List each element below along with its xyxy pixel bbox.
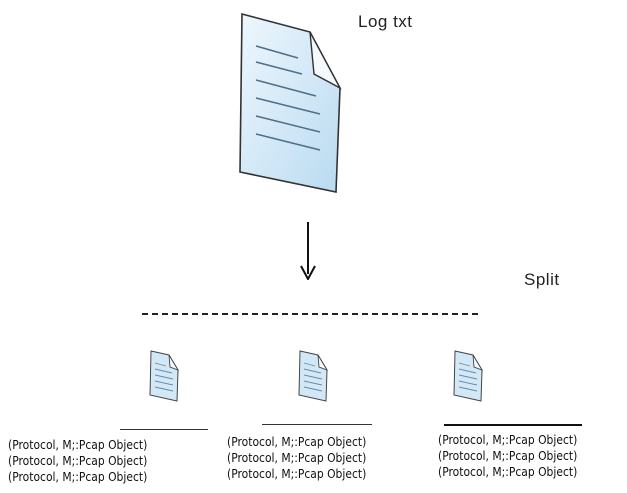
split-divider — [142, 313, 478, 315]
record-list: (Protocol, M;:Pcap Object) (Protocol, M;… — [8, 437, 147, 485]
record-list: (Protocol, M;:Pcap Object) (Protocol, M;… — [438, 432, 577, 480]
document-icon — [452, 350, 484, 402]
chunk-underline — [120, 429, 208, 430]
split-label: Split — [524, 270, 560, 289]
chunk-underline — [444, 424, 582, 426]
document-fold — [309, 31, 342, 90]
record-line: (Protocol, M;:Pcap Object) — [438, 464, 578, 479]
document-icon — [239, 12, 342, 193]
record-line: (Protocol, M;:Pcap Object) — [227, 466, 367, 481]
record-line: (Protocol, M;:Pcap Object) — [8, 437, 148, 452]
record-line: (Protocol, M;:Pcap Object) — [8, 469, 148, 484]
record-line: (Protocol, M;:Pcap Object) — [438, 432, 578, 447]
arrow-down-icon — [299, 222, 317, 282]
document-body — [239, 12, 341, 193]
document-icon — [148, 350, 180, 402]
record-line: (Protocol, M;:Pcap Object) — [8, 453, 148, 468]
document-icon — [297, 350, 329, 402]
source-document-icon — [236, 12, 348, 196]
chunk-underline — [262, 424, 372, 425]
record-line: (Protocol, M;:Pcap Object) — [227, 434, 367, 449]
record-list: (Protocol, M;:Pcap Object) (Protocol, M;… — [227, 434, 366, 482]
record-line: (Protocol, M;:Pcap Object) — [438, 448, 578, 463]
source-label: Log txt — [358, 12, 413, 31]
document-text-lines — [255, 45, 321, 151]
record-line: (Protocol, M;:Pcap Object) — [227, 450, 367, 465]
